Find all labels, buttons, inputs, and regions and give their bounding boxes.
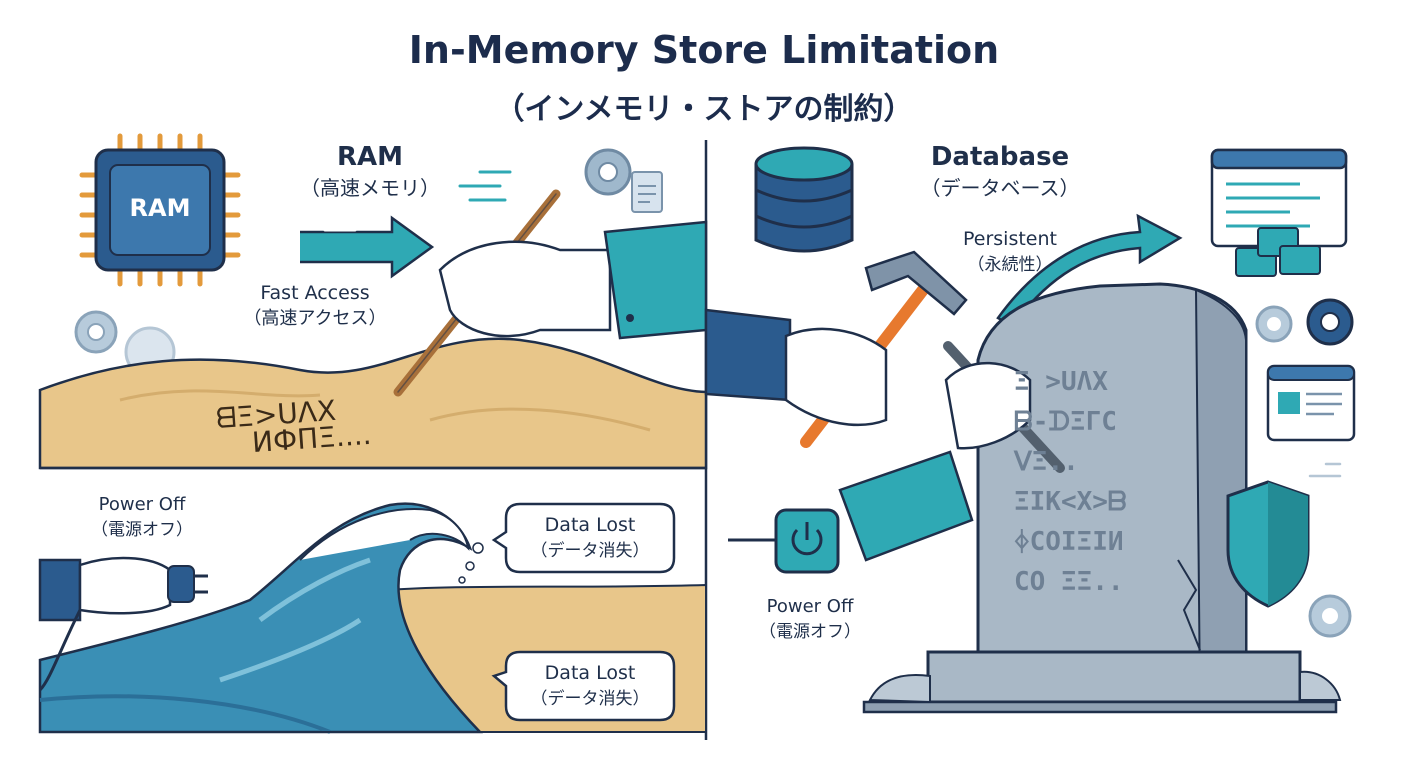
stone-base: [926, 650, 1302, 704]
power-off-label-left: Power Off （電源オフ）: [91, 494, 193, 540]
persistent-arrow: [996, 213, 1183, 328]
database-label: Database （データベース）: [920, 142, 1080, 200]
main-subtitle: （インメモリ・ストアの制約）: [494, 92, 914, 127]
gear-icon: [74, 310, 118, 354]
ram-chip-label: RAM: [129, 194, 191, 222]
speech-bubble: [491, 502, 676, 574]
persistent-label: Persistent （永続性）: [963, 228, 1057, 275]
engraved-line: Ξ >UΛX: [1014, 367, 1108, 397]
sleeve-hammer: [704, 308, 792, 402]
engraved-line: ᛄCОΙΞΙИ: [1014, 527, 1124, 557]
hand-chisel: [944, 361, 1032, 450]
data-lost-bubble-2: Data Lost （データ消失）: [530, 662, 650, 709]
database-icon: [754, 146, 854, 253]
stack-blocks-icon: [1235, 227, 1321, 277]
engraved-line: ᗷ-ᗪΞΓC: [1014, 407, 1117, 437]
hand-hammer: [784, 327, 888, 426]
speech-bubble: [491, 650, 676, 722]
hammer-icon: [864, 250, 968, 316]
engraved-line: CО ΞΞ..: [1014, 567, 1124, 597]
fast-arrow: [300, 215, 435, 279]
sleeve-left: [603, 220, 708, 340]
engraved-line: ᐯΞ..: [1014, 447, 1079, 477]
ram-chip-icon: [79, 133, 241, 287]
document-icon: [631, 171, 663, 213]
engraved-text: Ξ >UΛX ᗷ-ᗪΞΓC ᐯΞ.. ΞΙK<Χ>ᗷ ᛄCОΙΞΙИ CО ΞΞ…: [1014, 362, 1214, 602]
app-window-icon: [1210, 148, 1348, 248]
gear-icon: [1255, 305, 1293, 343]
power-button-icon: [774, 508, 840, 574]
sleeve-plug: [38, 558, 82, 622]
stone-tablet: [976, 282, 1248, 702]
hand-plug: [78, 556, 172, 615]
engraved-line: ΞΙK<Χ>ᗷ: [1014, 487, 1127, 517]
sleeve-chisel: [838, 450, 974, 562]
sand-dune: [38, 337, 708, 470]
speed-lines: [458, 170, 512, 202]
fast-access-label: Fast Access （高速アクセス）: [243, 282, 387, 329]
gear-icon: [1308, 594, 1352, 638]
main-title: In-Memory Store Limitation: [408, 28, 1000, 72]
power-plug-icon: [167, 565, 195, 603]
hand-left: [438, 240, 612, 338]
gear-icon: [584, 148, 632, 196]
data-lost-bubble-1: Data Lost （データ消失）: [530, 514, 650, 561]
gear-icon: [1306, 298, 1354, 346]
app-window-icon: [1266, 364, 1356, 442]
power-off-label-right: Power Off （電源オフ）: [759, 596, 861, 642]
ram-label: RAM （高速メモリ）: [300, 142, 440, 200]
